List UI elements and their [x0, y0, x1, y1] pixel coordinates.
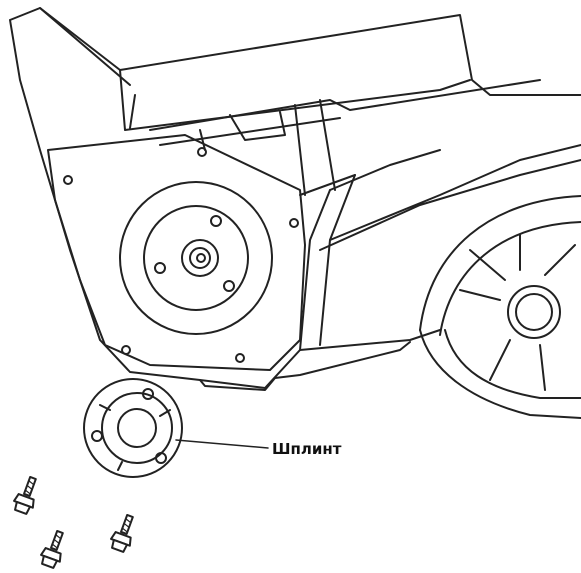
detached-hub	[83, 378, 183, 478]
body-outline	[9, 7, 581, 389]
pulley-shaft	[196, 253, 206, 263]
frame-strut	[294, 99, 441, 196]
gearbox-plate-outline	[47, 134, 306, 371]
plate-screw	[63, 175, 73, 185]
plate-screw	[289, 218, 299, 228]
pulley-outer-ring	[119, 181, 273, 335]
pulley-hub-inner	[189, 247, 211, 269]
hub-rim-detail	[99, 404, 171, 471]
hub-bolt-hole	[91, 430, 103, 442]
callout-leader-line	[175, 439, 269, 449]
hub-middle-ring	[101, 392, 173, 464]
shear-bolt-3	[40, 529, 64, 569]
shear-bolt-1	[13, 475, 37, 515]
top-rail-inner	[39, 7, 136, 129]
wheel-spoke	[459, 234, 576, 391]
frame-crossbar	[149, 79, 541, 146]
drive-wheel	[419, 195, 581, 419]
hub-bore	[117, 408, 157, 448]
flange-bolt-hole	[210, 215, 222, 227]
wheel-tire-inner	[439, 221, 581, 336]
frame-brace	[299, 174, 356, 351]
top-rail	[119, 69, 471, 131]
wheel-axle-inner	[515, 293, 553, 331]
wheel-axle	[507, 285, 561, 339]
bottom-step	[199, 341, 411, 391]
cotter-pin-label: Шплинт	[272, 440, 342, 458]
shear-bolt-2	[110, 513, 134, 553]
plate-screw	[235, 353, 245, 363]
lower-frame	[319, 144, 581, 251]
plate-screw	[121, 345, 131, 355]
wheel-rim	[444, 329, 581, 399]
flange-bolt-hole	[223, 280, 235, 292]
inner-bracket	[199, 111, 286, 151]
wheel-tire-bottom	[419, 329, 581, 419]
hub-outer-ring	[83, 378, 183, 478]
pulley-hub	[181, 239, 219, 277]
hub-bolt-hole	[155, 452, 167, 464]
wheel-tire-outer	[419, 195, 581, 331]
plate-screw	[197, 147, 207, 157]
flange-bolt-hole	[154, 262, 166, 274]
machine-body	[9, 7, 581, 391]
gearbox-plate	[47, 134, 306, 371]
pulley-flange	[119, 181, 273, 335]
hub-bolt-hole	[142, 388, 154, 400]
pulley-inner-ring	[143, 205, 249, 311]
